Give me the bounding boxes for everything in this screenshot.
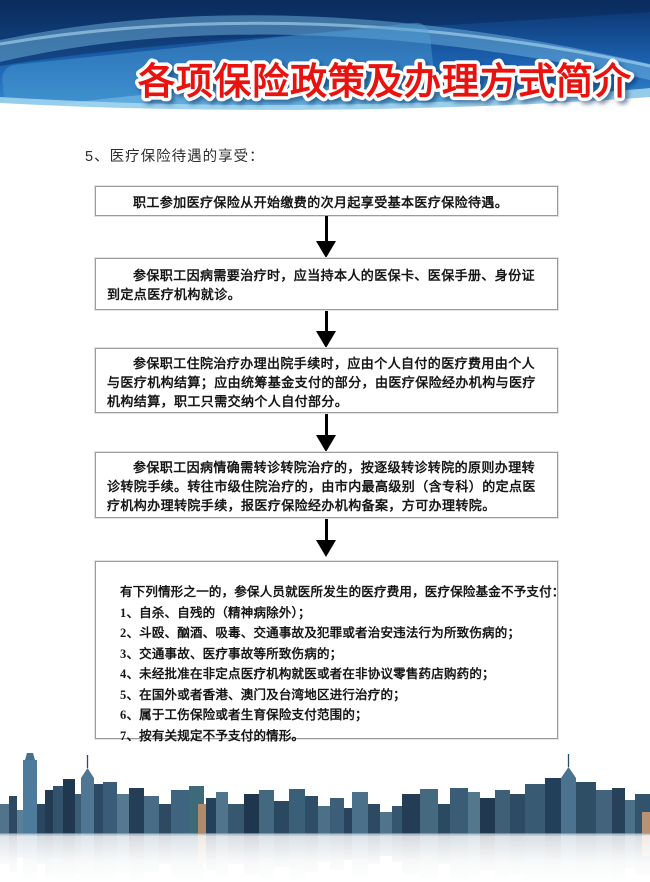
header-banner: 各项保险政策及办理方式简介 [0, 0, 650, 115]
flow-step-box-2: 参保职工因病需要治疗时，应当持本人的医保卡、医保手册、身份证到定点医疗机构就诊。 [95, 258, 558, 310]
flow-step-text: 参保职工住院治疗办理出院手续时，应由个人自付的医疗费用由个人与医疗机构结算；应由… [107, 356, 536, 409]
flow-step-text: 职工参加医疗保险从开始缴费的次月起享受基本医疗保险待遇。 [133, 195, 509, 210]
flow-step-box-3: 参保职工住院治疗办理出院手续时，应由个人自付的医疗费用由个人与医疗机构结算；应由… [95, 348, 558, 413]
reflection-fade-overlay [0, 836, 650, 882]
arrow-stem [324, 216, 328, 241]
exclusion-item: 5、在国外或者香港、澳门及台湾地区进行治疗的； [120, 687, 406, 702]
header-swoosh-graphic: 各项保险政策及办理方式简介 [0, 0, 650, 115]
arrow-head [316, 540, 336, 557]
arrow-stem [324, 311, 328, 331]
flow-step-box-1: 职工参加医疗保险从开始缴费的次月起享受基本医疗保险待遇。 [95, 186, 558, 216]
flow-down-arrow-icon [315, 414, 337, 452]
arrow-head [316, 241, 336, 258]
arrow-stem [324, 414, 328, 435]
exclusions-intro: 有下列情形之一的，参保人员就医所发生的医疗费用，医疗保险基金不予支付： [120, 585, 565, 599]
arrow-head [316, 435, 336, 452]
exclusion-item: 2、斗殴、酗酒、吸毒、交通事故及犯罪或者治安违法行为所致伤病的； [120, 626, 521, 640]
arrow-stem [324, 519, 328, 540]
exclusion-item: 1、自杀、自残的（精神病除外）； [120, 605, 311, 620]
city-skyline-graphic [0, 748, 650, 882]
skyline-svg [0, 753, 650, 882]
flow-step-text: 参保职工因病情确需转诊转院治疗的，按逐级转诊转院的原则办理转诊转院手续。转往市级… [107, 460, 536, 513]
flow-step-text: 参保职工因病需要治疗时，应当持本人的医保卡、医保手册、身份证到定点医疗机构就诊。 [107, 268, 536, 302]
exclusion-item: 4、未经批准在非定点医疗机构就医或者在非协议零售药店购药的； [120, 667, 495, 681]
exclusion-item: 6、属于工伤保险或者生育保险支付范围的； [120, 708, 368, 722]
flow-down-arrow-icon [315, 311, 337, 348]
exclusion-item: 7、按有关规定不予支付的情形。 [120, 728, 305, 743]
flow-step-box-4: 参保职工因病情确需转诊转院治疗的，按逐级转诊转院的原则办理转诊转院手续。转往市级… [95, 452, 558, 518]
flow-down-arrow-icon [315, 216, 337, 258]
flow-down-arrow-icon [315, 519, 337, 557]
exclusions-box: 有下列情形之一的，参保人员就医所发生的医疗费用，医疗保险基金不予支付： 1、自杀… [95, 561, 565, 743]
page-title: 各项保险政策及办理方式简介 [138, 61, 632, 102]
section-heading: 5、医疗保险待遇的享受： [85, 149, 265, 165]
exclusion-item: 3、交通事故、医疗事故等所致伤病的； [120, 646, 343, 661]
arrow-head [316, 331, 336, 348]
